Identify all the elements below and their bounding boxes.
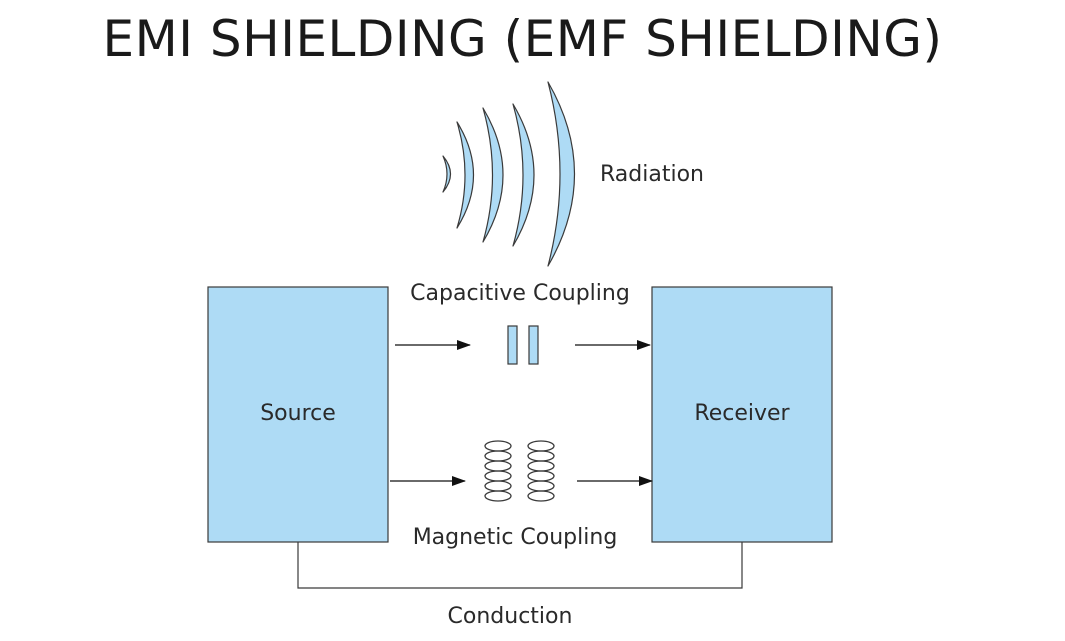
radiation-label: Radiation bbox=[600, 162, 704, 187]
source-label: Source bbox=[260, 401, 336, 426]
capacitive-coupling-label: Capacitive Coupling bbox=[410, 281, 630, 306]
conduction-path bbox=[297, 542, 743, 589]
radiation-wave-3 bbox=[482, 107, 504, 243]
source-box bbox=[207, 286, 389, 543]
capacitor-icon bbox=[507, 325, 539, 365]
radiation-wave-1 bbox=[442, 155, 452, 193]
radiation-wave-4 bbox=[512, 103, 535, 247]
radiation-waves-icon bbox=[442, 81, 575, 267]
page-title: EMI SHIELDING (EMF SHIELDING) bbox=[102, 10, 943, 68]
receiver-label: Receiver bbox=[694, 401, 790, 426]
coil-left bbox=[484, 440, 512, 502]
capacitor-plate-right bbox=[528, 325, 539, 365]
radiation-wave-5 bbox=[547, 81, 575, 267]
capacitor-plate-left bbox=[507, 325, 518, 365]
inductor-coils-icon bbox=[484, 440, 555, 502]
coil-right bbox=[527, 440, 555, 502]
radiation-wave-2 bbox=[456, 121, 474, 229]
magnetic-coupling-label: Magnetic Coupling bbox=[413, 525, 618, 550]
receiver-box bbox=[651, 286, 833, 543]
conduction-label: Conduction bbox=[448, 604, 573, 629]
